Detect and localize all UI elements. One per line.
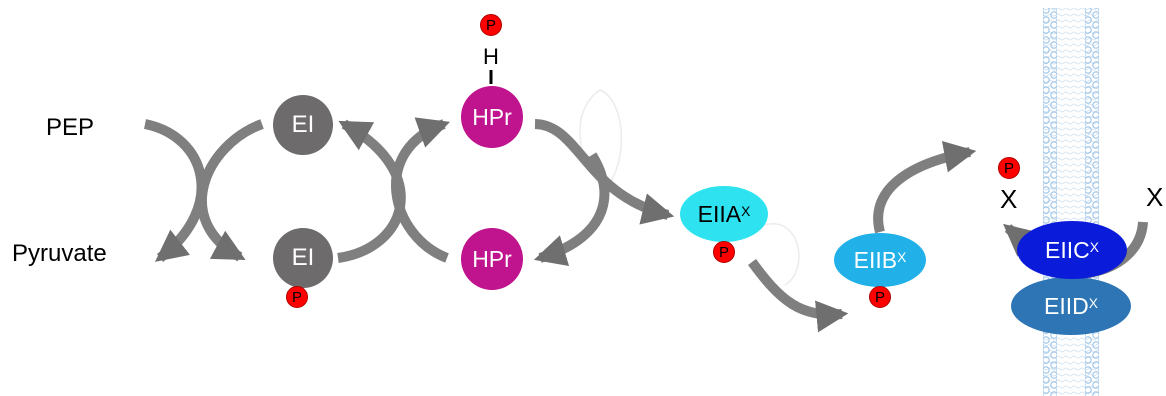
eiia-label: EIIA xyxy=(697,200,742,227)
pyruvate-label: Pyruvate xyxy=(12,240,107,267)
membrane xyxy=(1043,8,1099,396)
ei-node-top: EI xyxy=(273,95,333,155)
arrow-ei-bottom-to-hpr-top xyxy=(391,117,451,263)
arrow-eiia-to-eiib xyxy=(747,259,849,333)
x-substrate-label: X xyxy=(1146,182,1164,212)
pep-label: PEP xyxy=(46,114,95,141)
arrow-hpr-top-to-eiia xyxy=(534,119,675,225)
eiic-superscript: X xyxy=(1089,240,1099,256)
phosphate-eiib: P xyxy=(869,286,891,308)
eiid-label: EIID xyxy=(1044,292,1089,319)
x-outside-label: X xyxy=(1000,184,1018,214)
phosphate-ei-bottom: P xyxy=(286,286,308,308)
eiib-superscript: X xyxy=(897,250,907,266)
phosphate-hpr-top: P xyxy=(480,14,502,36)
eiib-label: EIIB xyxy=(853,246,898,273)
phosphate-eiia: P xyxy=(713,241,735,263)
hpr-node-top: HPr xyxy=(461,86,523,148)
ei-node-bottom: EI xyxy=(273,228,333,288)
arrow-pep-to-pyruvate xyxy=(143,119,207,262)
arrow-ei-top-to-ei-bottom xyxy=(196,119,264,262)
eiia-superscript: X xyxy=(741,204,751,220)
hpr-node-bottom: HPr xyxy=(461,228,523,290)
faint-loop-2 xyxy=(764,223,800,286)
arrow-eiib-to-x xyxy=(873,140,977,234)
eiic-label: EIIC xyxy=(1045,236,1090,263)
phosphate-x: P xyxy=(998,157,1020,179)
h-label: H xyxy=(483,44,499,69)
eiid-superscript: X xyxy=(1088,296,1098,312)
arrow-eiia-to-hpr-bottom xyxy=(533,152,610,266)
